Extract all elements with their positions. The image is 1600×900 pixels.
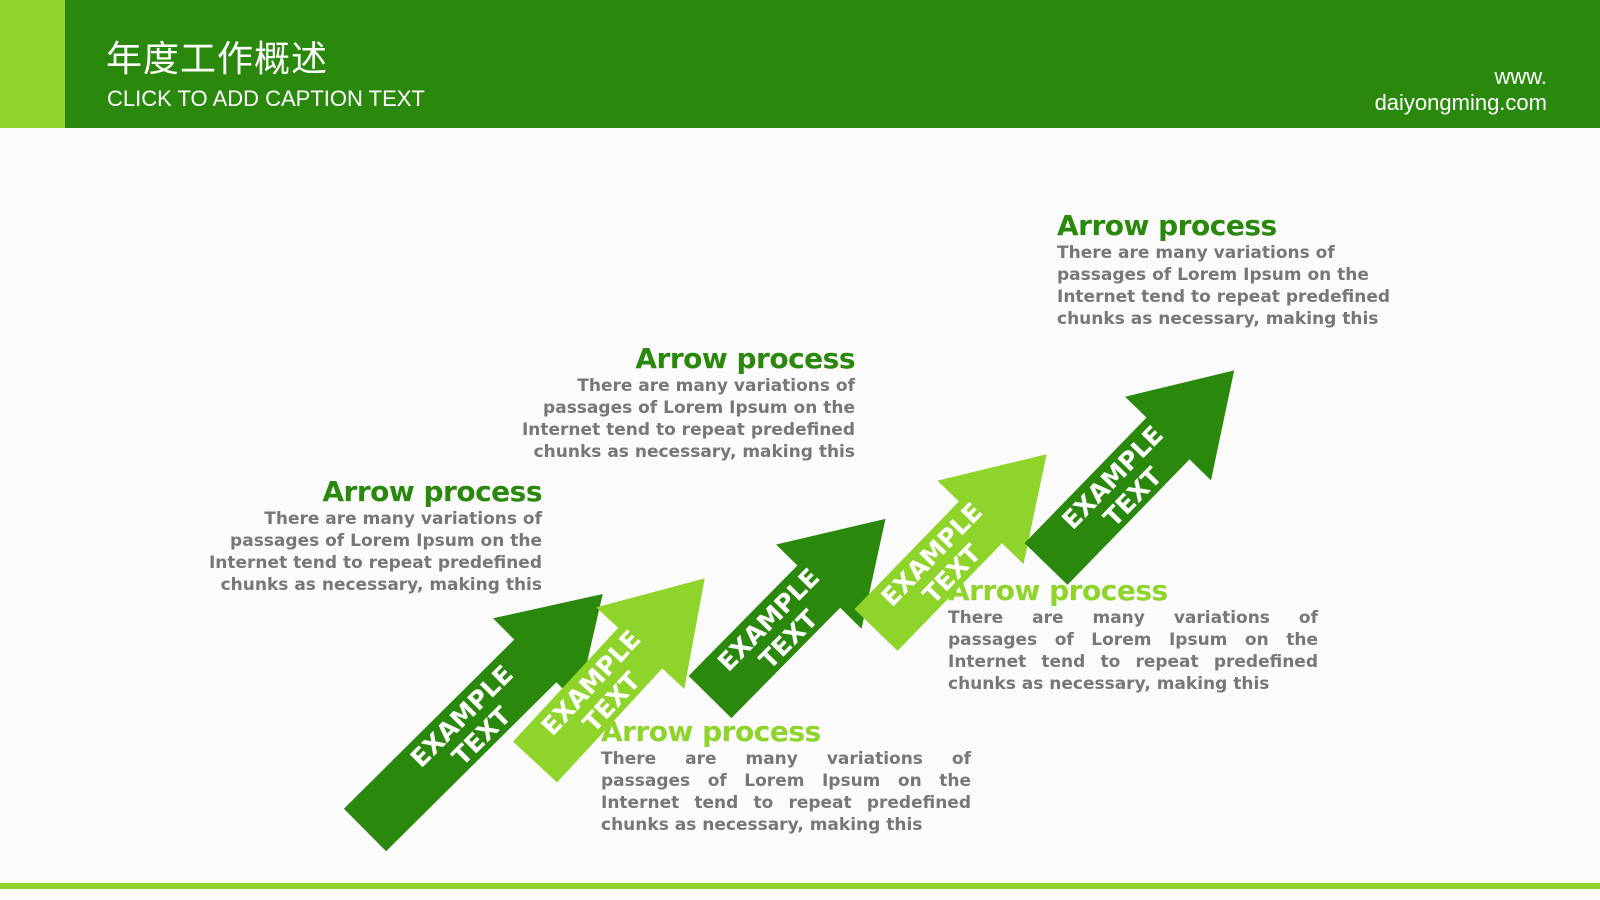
arrow-shape-3 <box>688 518 886 719</box>
arrow-shape-2 <box>513 578 705 783</box>
step-title-4[interactable]: Arrow process <box>948 574 1168 607</box>
step-block-2: Arrow process There are many variations … <box>601 716 971 836</box>
step-text-1[interactable]: There are many variations of passages of… <box>208 509 542 595</box>
step-title-1[interactable]: Arrow process <box>322 475 542 508</box>
step-text-2[interactable]: There are many variations of passages of… <box>601 749 971 835</box>
step-title-3[interactable]: Arrow process <box>635 342 855 375</box>
website-line-1: www. <box>1494 64 1547 89</box>
slide-title[interactable]: 年度工作概述 <box>106 39 329 80</box>
website-text: www. daiyongming.com <box>1375 64 1547 116</box>
slide-caption[interactable]: CLICK TO ADD CAPTION TEXT <box>107 86 425 111</box>
arrow-shape-1 <box>343 594 603 852</box>
header-accent-block <box>0 0 65 128</box>
website-line-2: daiyongming.com <box>1374 90 1547 115</box>
arrow-shape-5 <box>1024 370 1235 585</box>
step-text-4[interactable]: There are many variations of passages of… <box>948 608 1318 694</box>
step-text-3[interactable]: There are many variations of passages of… <box>521 376 855 462</box>
process-arrow-3[interactable]: EXAMPLETEXT <box>688 518 886 719</box>
step-title-5[interactable]: Arrow process <box>1057 209 1277 242</box>
step-title-2[interactable]: Arrow process <box>601 715 821 748</box>
arrow-shape-4 <box>854 454 1047 651</box>
step-block-4: Arrow process There are many variations … <box>948 575 1318 695</box>
step-block-3: Arrow process There are many variations … <box>485 342 856 463</box>
step-block-5: Arrow process There are many variations … <box>1057 210 1427 330</box>
step-block-1: Arrow process There are many variations … <box>172 475 543 596</box>
process-arrow-5[interactable]: EXAMPLETEXT <box>1024 370 1235 585</box>
step-text-5[interactable]: There are many variations of passages of… <box>1057 243 1391 329</box>
bottom-accent-bar <box>0 883 1600 889</box>
header-bar: 年度工作概述 CLICK TO ADD CAPTION TEXT www. da… <box>0 0 1600 128</box>
